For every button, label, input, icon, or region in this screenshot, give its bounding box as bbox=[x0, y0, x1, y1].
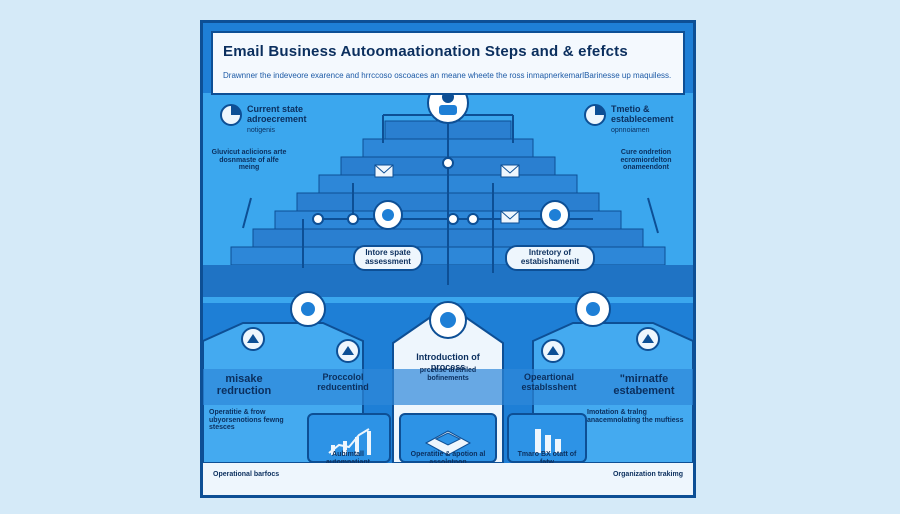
node-dot bbox=[467, 213, 479, 225]
line-chart-box bbox=[307, 413, 391, 463]
gear-icon bbox=[575, 291, 611, 327]
left-note: Gluvicut aclicions arte dosnmaste of alf… bbox=[211, 149, 287, 172]
node-dot bbox=[447, 213, 459, 225]
footer-bar bbox=[203, 463, 693, 495]
diagram-title: Email Business Autoomaationation Steps a… bbox=[223, 43, 628, 60]
pie-chart-icon bbox=[220, 104, 242, 126]
envelope-icon bbox=[500, 210, 520, 224]
center-box-title: Introduction of process bbox=[416, 352, 480, 372]
blocks-icon bbox=[424, 430, 472, 456]
top-right-card-sub: opnnoiamen bbox=[611, 127, 650, 134]
center-box-sub: prcctise arctriled bofinements bbox=[419, 367, 477, 382]
diagram-frame: Email Business Autoomaationation Steps a… bbox=[200, 20, 696, 498]
blocks-box bbox=[399, 413, 497, 463]
node-dot bbox=[347, 213, 359, 225]
line-chart-icon bbox=[328, 428, 371, 455]
icon-label: Aubimtall automnatiant bbox=[326, 451, 370, 466]
document-icon bbox=[336, 339, 360, 363]
envelope-icon bbox=[500, 164, 520, 178]
panel-title: Opeartional establsshent bbox=[521, 372, 577, 392]
gear-icon bbox=[290, 291, 326, 327]
bar-chart-box bbox=[507, 413, 587, 463]
left-body: Operatitie & frow ubyorsenotions fewng s… bbox=[209, 409, 284, 432]
top-left-card-sub: notigenis bbox=[247, 127, 276, 134]
node-dot bbox=[442, 157, 454, 169]
gear-icon bbox=[373, 200, 403, 230]
pie-chart-icon bbox=[584, 104, 606, 126]
gear-icon bbox=[429, 301, 467, 339]
bar-chart-icon bbox=[535, 429, 561, 453]
document-icon bbox=[241, 327, 265, 351]
panel-title: "mirnatfe estabement bbox=[613, 373, 675, 398]
footer-right: Organization trakimg bbox=[612, 471, 683, 478]
document-icon bbox=[541, 339, 565, 363]
right-note: Cure ondretion ecromiordelton onameendon… bbox=[620, 149, 672, 172]
gear-icon bbox=[540, 200, 570, 230]
diagram-subtitle: Drawnner the indeveore exarence and hrrc… bbox=[223, 71, 672, 80]
top-right-card-title: Tmetio & establecement bbox=[611, 104, 674, 124]
right-body: Imotation & tralng anacemnolating the mu… bbox=[587, 409, 684, 424]
panel-title: misake redruction bbox=[216, 373, 272, 398]
staircase-graphic bbox=[203, 82, 693, 464]
panel-title: Proccolol reducentind bbox=[317, 372, 369, 392]
icon-label: Tmaro BX otatt of fatw bbox=[517, 451, 577, 466]
node-dot bbox=[312, 213, 324, 225]
envelope-icon bbox=[374, 164, 394, 178]
center-left-pill: Intore spate assessment bbox=[353, 245, 423, 271]
footer-left: Operational barfocs bbox=[213, 471, 280, 478]
top-left-card-title: Current state adroecrement bbox=[247, 104, 307, 124]
header-panel: Email Business Autoomaationation Steps a… bbox=[211, 31, 685, 95]
icon-label: Operatitie & apotion al assolntnon bbox=[410, 451, 486, 466]
center-right-pill: Intretory of estabishamenit bbox=[505, 245, 595, 271]
document-icon bbox=[636, 327, 660, 351]
